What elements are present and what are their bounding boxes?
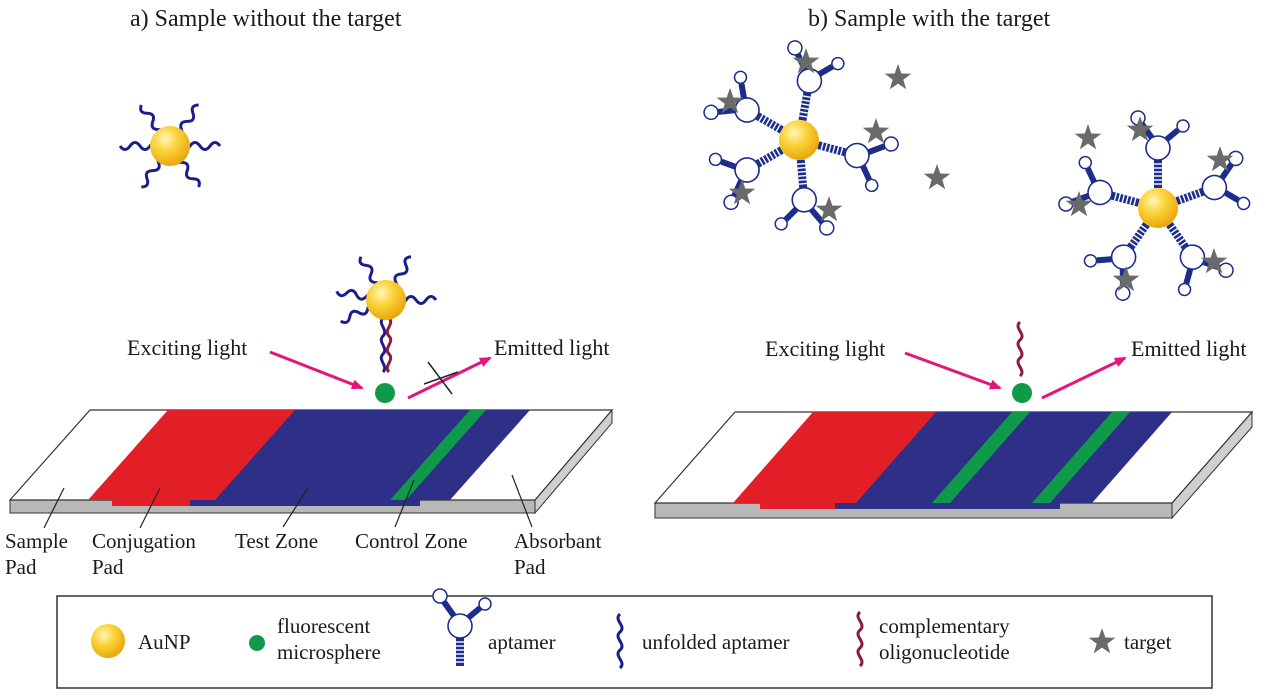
absorbant-pad-label-line1: Absorbant [514, 529, 602, 553]
control-zone-pad [298, 410, 530, 500]
panel-a-title: a) Sample without the target [130, 6, 402, 32]
legend-aunp-icon [91, 624, 125, 658]
conjugation-pad-label-line2: Pad [92, 555, 124, 579]
aunp-aptamer-complex-right [1057, 111, 1259, 305]
emitted-light-arrow-b [1041, 356, 1127, 400]
legend-aunp-label: AuNP [138, 630, 191, 654]
legend-target-label: target [1124, 630, 1172, 654]
conjugation-pad [88, 410, 302, 500]
blocked-cross-icon [423, 361, 459, 395]
legend-unfolded-icon [616, 612, 624, 670]
absorbant-pad-label-line2: Pad [514, 555, 546, 579]
conjugation-pad-label-line1: Conjugation [92, 529, 196, 553]
exciting-light-label-b: Exciting light [765, 336, 885, 361]
test-line-b [932, 412, 1030, 503]
legend-microsphere-label-2: microsphere [277, 640, 381, 664]
gold-nanoparticle-icon [150, 126, 190, 166]
strip-b [653, 410, 1254, 520]
control-zone-label: Control Zone [355, 529, 468, 553]
aunp-aptamer-complex-left [699, 40, 899, 240]
green-microsphere-icon [1012, 383, 1032, 403]
strip-leaders [43, 474, 533, 529]
test-zone-pad [215, 410, 385, 500]
gold-nanoparticle-icon [366, 280, 406, 320]
control-line-b [1032, 412, 1130, 503]
control-line [390, 410, 486, 500]
sample-pad-label-line2: Pad [5, 555, 37, 579]
legend-unfolded-label: unfolded aptamer [642, 630, 790, 654]
emitted-light-label-b: Emitted light [1131, 336, 1247, 361]
conjugation-pad-b [733, 412, 943, 503]
strip-a [8, 408, 614, 515]
exciting-light-label: Exciting light [127, 335, 247, 360]
test-zone-label: Test Zone [235, 529, 318, 553]
legend-aptamer-label: aptamer [488, 630, 556, 654]
legend-microsphere-label-1: fluorescent [277, 614, 370, 638]
exciting-light-arrow [269, 350, 364, 390]
gold-nanoparticle-icon [779, 120, 819, 160]
microsphere-complementary-complex [1012, 320, 1032, 403]
legend-box [56, 595, 1213, 689]
gold-nanoparticle-icon [1138, 188, 1178, 228]
emitted-light-label: Emitted light [494, 335, 610, 360]
green-microsphere-icon [375, 383, 395, 403]
legend-complementary-icon [856, 610, 864, 668]
free-aunp-unfolded-aptamers [118, 101, 222, 191]
emitted-light-arrow [407, 356, 492, 400]
panel-b-title: b) Sample with the target [808, 6, 1051, 32]
exciting-light-arrow-b [904, 351, 1002, 390]
legend-complementary-label-2: oligonucleotide [879, 640, 1010, 664]
legend-complementary-label-1: complementary [879, 614, 1010, 638]
hybridized-aunp-complex [334, 253, 438, 403]
legend-microsphere-icon [249, 635, 265, 651]
sample-pad-label-line1: Sample [5, 529, 68, 553]
